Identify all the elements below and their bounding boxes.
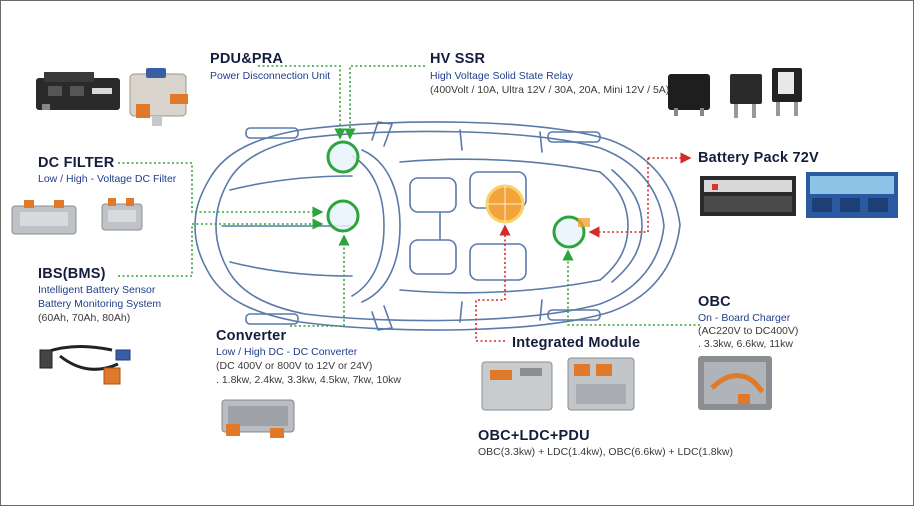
integrated-title: Integrated Module [512,335,641,351]
converter-subtitle: Low / High DC - DC Converter [216,346,358,358]
dcfilter-title: DC FILTER [38,155,115,171]
converter-product-image [221,399,295,438]
pdu-title: PDU&PRA [210,51,284,67]
converter-detail-1: (DC 400V or 800V to 12V or 24V) [216,360,373,372]
ibs-product-image [39,345,131,385]
obc-detail-1: (AC220V to DC400V) [698,325,799,337]
battery-title: Battery Pack 72V [698,150,819,166]
converter-title: Converter [216,328,287,344]
car-outline [194,121,681,331]
hvssr-detail: (400Volt / 10A, Ultra 12V / 30A, 20A, Mi… [430,84,670,96]
ibs-subtitle-2: Battery Monitoring System [38,298,162,310]
red-connectors [475,152,692,342]
pdu-subtitle: Power Disconnection Unit [210,70,331,82]
integrated-product-image [481,357,635,411]
obc-title: OBC [698,294,731,310]
hvssr-subtitle: High Voltage Solid State Relay [430,70,574,82]
obcldc-title: OBC+LDC+PDU [478,428,590,444]
pdu-marker[interactable] [326,140,360,174]
obcldc-detail: OBC(3.3kw) + LDC(1.4kw), OBC(6.6kw) + LD… [478,446,733,458]
pdu-product-image [36,68,188,126]
ibs-subtitle-1: Intelligent Battery Sensor [38,284,156,296]
ibs-detail: (60Ah, 70Ah, 80Ah) [38,312,131,324]
obc-subtitle: On - Board Charger [698,312,791,324]
green-connectors [118,65,700,327]
obc-product-image [698,356,772,410]
obc-detail-2: . 3.3kw, 6.6kw, 11kw [698,338,793,350]
dcfilter-product-image [11,198,143,235]
dcfilter-marker[interactable] [326,199,360,233]
dcfilter-subtitle: Low / High - Voltage DC Filter [38,173,177,185]
converter-detail-2: . 1.8kw, 2.4kw, 3.3kw, 4.5kw, 7kw, 10kw [216,374,402,386]
obc-marker[interactable] [552,215,586,249]
hvssr-title: HV SSR [430,51,486,67]
ibs-title: IBS(BMS) [38,266,106,282]
hvssr-product-image [668,68,802,118]
battery-product-image [700,172,898,218]
